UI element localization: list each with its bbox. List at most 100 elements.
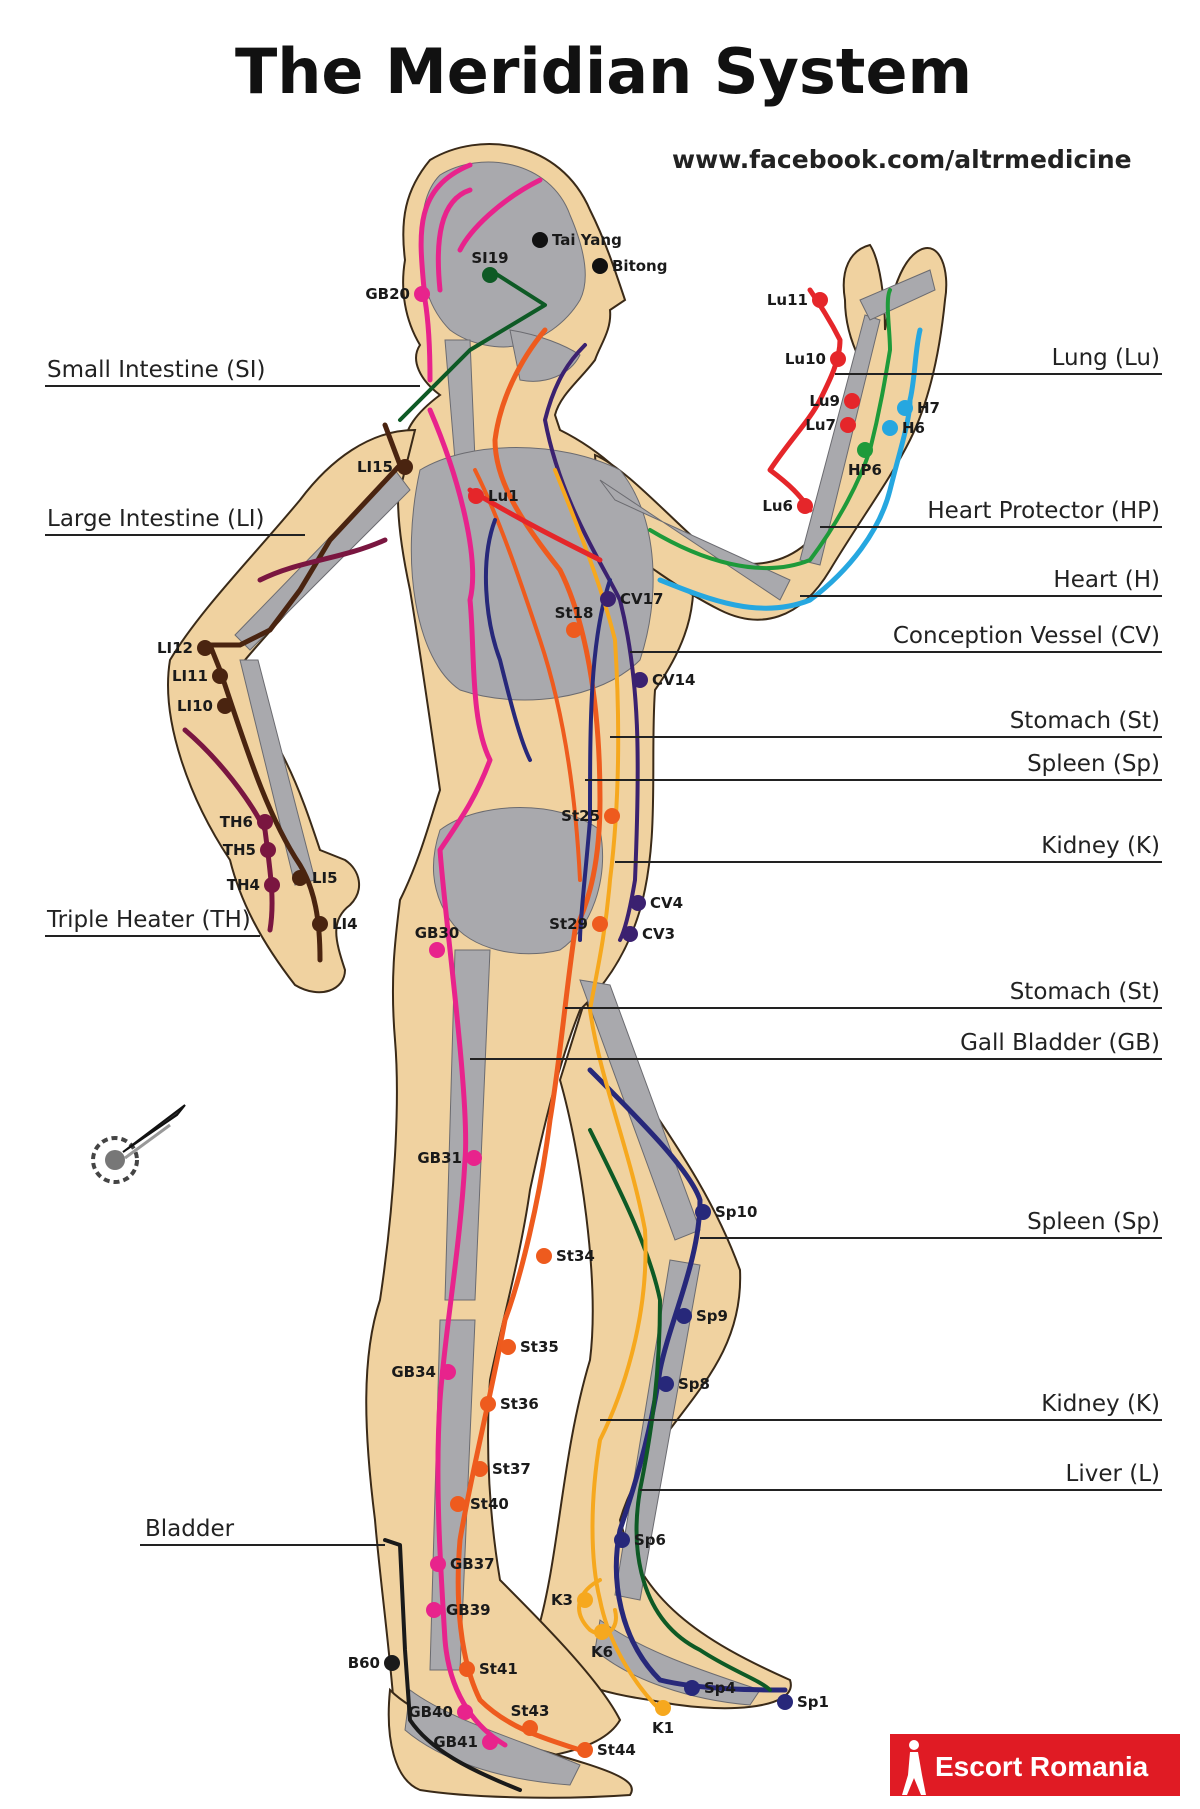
acupoint-dot-sp9: [676, 1308, 692, 1324]
acupoint-dot-cv4: [630, 895, 646, 911]
acupoint-label-li5: LI5: [312, 869, 338, 887]
acupoint-dot-th6: [257, 814, 273, 830]
acupoint-dot-li12: [197, 640, 213, 656]
acupoint-dot-lu6: [797, 498, 813, 514]
acupoint-dot-li15: [397, 459, 413, 475]
acupoint-dot-cv14: [632, 672, 648, 688]
acupoint-label-li10: LI10: [177, 697, 213, 715]
bladder-meridian: [383, 1538, 522, 1792]
meridian-paths: [182, 162, 923, 1792]
acupoint-label-li4: LI4: [332, 915, 358, 933]
label-stomach-2: Stomach (St): [1010, 979, 1160, 1005]
acupoint-dot-st35: [500, 1339, 516, 1355]
acupoint-dot-tai-yang: [532, 232, 548, 248]
acupoint-dot-st29: [592, 916, 608, 932]
acupoint-label-sp1: Sp1: [797, 1693, 829, 1711]
label-large-intestine: Large Intestine (LI): [47, 506, 265, 532]
acupoint-label-gb20: GB20: [365, 285, 410, 303]
acupoint-dot-lu9: [844, 393, 860, 409]
acupoint-label-cv3: CV3: [642, 925, 675, 943]
acupoint-dot-li5: [292, 870, 308, 886]
acupoint-dot-st40: [450, 1496, 466, 1512]
acupoint-label-b60: B60: [348, 1654, 380, 1672]
acupoint-label-gb39: GB39: [446, 1601, 491, 1619]
acupoint-label-cv14: CV14: [652, 671, 696, 689]
heart-protector-meridian: [648, 288, 892, 571]
acupoint-dot-st44: [577, 1742, 593, 1758]
acupoint-label-gb30: GB30: [415, 924, 460, 942]
acupoint-dot-k1: [655, 1700, 671, 1716]
acupoint-dot-st25: [604, 808, 620, 824]
acupoint-label-li12: LI12: [157, 639, 193, 657]
brand-text: Escort Romania: [935, 1751, 1149, 1782]
front-forearm: [799, 314, 881, 566]
acupoint-dot-h6: [882, 420, 898, 436]
brand-background: [890, 1734, 1180, 1796]
acupoint-label-gb34: GB34: [391, 1363, 436, 1381]
meridian-labels: Small Intestine (SI) Large Intestine (LI…: [46, 345, 1160, 1542]
acupoint-label-st43: St43: [511, 1702, 550, 1720]
acupoint-label-tai-yang: Tai Yang: [552, 231, 622, 249]
acupoint-label-si19: SI19: [471, 249, 508, 267]
website-url: www.facebook.com/altrmedicine: [672, 145, 1132, 174]
acupoint-label-sp9: Sp9: [696, 1307, 728, 1325]
acupoint-label-gb37: GB37: [450, 1555, 495, 1573]
acupoint-label-sp4: Sp4: [704, 1679, 736, 1697]
acupoint-label-lu9: Lu9: [809, 392, 840, 410]
back-arm: [167, 428, 417, 994]
acupoint-dot-gb34: [440, 1364, 456, 1380]
acupoint-label-k3: K3: [551, 1591, 573, 1609]
acupoint-dot-sp1: [777, 1694, 793, 1710]
acupoint-dot-h7: [897, 400, 913, 416]
acupoint-dot-li11: [212, 668, 228, 684]
acupoint-dot-gb39: [426, 1602, 442, 1618]
small-intestine-meridian: [398, 268, 547, 422]
leader-lines: [45, 373, 1162, 1546]
label-spleen-2: Spleen (Sp): [1027, 1209, 1160, 1235]
acupoint-label-lu10: Lu10: [785, 350, 826, 368]
acupoint-dot-li4: [312, 916, 328, 932]
gall-bladder-meridian: [418, 162, 543, 1748]
label-liver: Liver (L): [1066, 1461, 1161, 1487]
back-forearm: [239, 659, 316, 886]
acupoint-dot-bitong: [592, 258, 608, 274]
acupoint-label-st29: St29: [549, 915, 588, 933]
label-gall-bladder: Gall Bladder (GB): [960, 1030, 1160, 1056]
acupoint-label-st35: St35: [520, 1338, 559, 1356]
acupoint-dot-sp6: [614, 1532, 630, 1548]
acupoint-label-k6: K6: [591, 1643, 613, 1661]
acupoint-label-sp10: Sp10: [715, 1203, 757, 1221]
label-stomach-1: Stomach (St): [1010, 708, 1160, 734]
acupoint-dot-gb20: [414, 286, 430, 302]
acupoint-dot-th4: [264, 877, 280, 893]
pelvis: [432, 807, 604, 955]
acupoint-dot-si19: [482, 267, 498, 283]
acupoint-label-st34: St34: [556, 1247, 595, 1265]
label-triple-heater: Triple Heater (TH): [46, 907, 251, 933]
acupoint-dot-st34: [536, 1248, 552, 1264]
label-kidney-1: Kidney (K): [1041, 833, 1160, 859]
acupoint-dot-cv17: [600, 591, 616, 607]
acupoint-label-lu11: Lu11: [767, 291, 808, 309]
acupoint-label-st18: St18: [555, 604, 594, 622]
label-spleen-1: Spleen (Sp): [1027, 751, 1160, 777]
acupoint-dot-lu10: [830, 351, 846, 367]
acupoint-label-th6: TH6: [220, 813, 253, 831]
acupoint-dot-lu7: [840, 417, 856, 433]
acupoint-label-li15: LI15: [357, 458, 393, 476]
acupoint-label-cv17: CV17: [620, 590, 664, 608]
acupoint-dot-k6: [594, 1624, 610, 1640]
acupoint-label-st40: St40: [470, 1495, 509, 1513]
acupoint-dot-sp10: [695, 1204, 711, 1220]
stomach-branch: [473, 468, 582, 882]
front-hand-bones: [859, 269, 936, 321]
acupoint-dot-st41: [459, 1661, 475, 1677]
acupuncture-needle-icon: [91, 1104, 186, 1184]
acupoint-dot-st18: [566, 622, 582, 638]
acupoint-label-th4: TH4: [227, 876, 260, 894]
spleen-torso-meridian: [483, 518, 612, 942]
acupoint-label-st36: St36: [500, 1395, 539, 1413]
acupoint-label-h6: H6: [902, 419, 925, 437]
acupoint-dot-st43: [522, 1720, 538, 1736]
